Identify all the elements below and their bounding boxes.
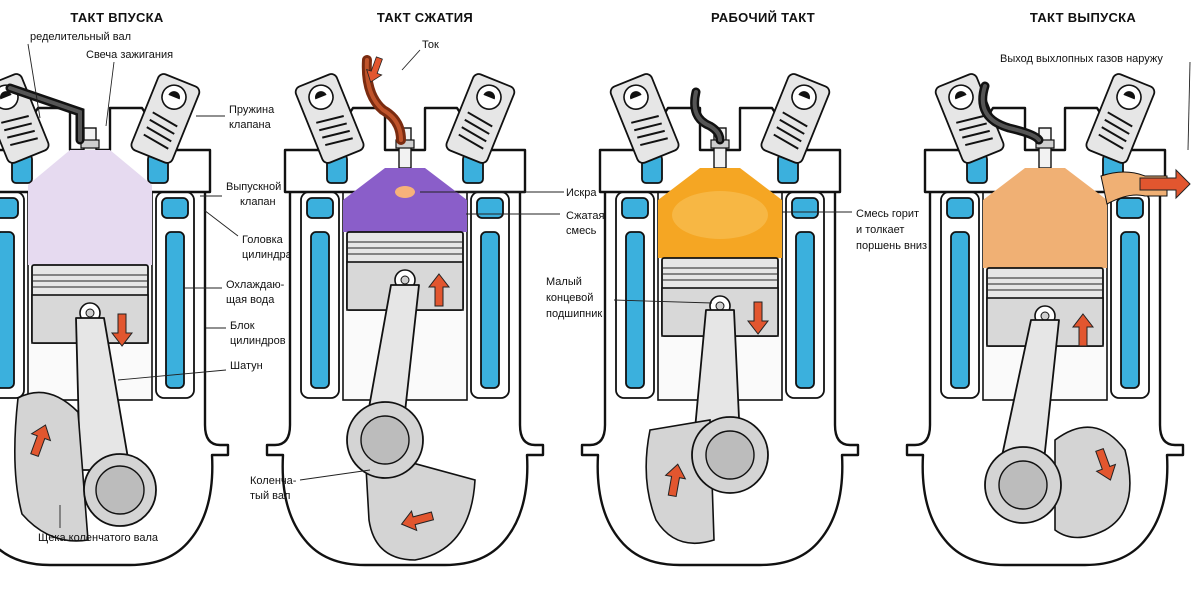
small-end-bearing-label-3: подшипник xyxy=(546,308,602,320)
valve-spring-label: Пружина xyxy=(229,104,275,116)
cylinder-head-label-2: цилиндра xyxy=(242,249,293,261)
exhaust-gas-arrow xyxy=(1139,168,1191,200)
stroke-compression: ТАКТ СЖАТИЯ Ток Искра Сжатая смесь Колен… xyxy=(250,10,604,567)
spark-label: Искра xyxy=(566,187,597,199)
valve-spring-label-2: клапана xyxy=(229,119,272,131)
burning-mixture-label: Смесь горит xyxy=(856,208,919,220)
small-end-bearing-label-2: концевой xyxy=(546,292,593,304)
exhaust-valve-label: Выпускной xyxy=(226,181,281,193)
combustion-chamber xyxy=(343,168,467,232)
exhaust-valve-label-2: клапан xyxy=(240,196,276,208)
spark-plug-label: Свеча зажигания xyxy=(86,49,173,61)
burning-mixture-label-2: и толкает xyxy=(856,224,904,236)
stroke-intake: ТАКТ ВПУСКА ределительный вал Свеча зажи… xyxy=(0,10,293,567)
crank-web-label: Щека коленчатого вала xyxy=(38,532,159,544)
stroke-power: РАБОЧИЙ ТАКТ Малый концевой подшипник См… xyxy=(546,10,927,567)
exhaust-stroke-title: ТАКТ ВЫПУСКА xyxy=(1030,10,1136,25)
coolant-label: Охлаждаю- xyxy=(226,279,285,291)
crankshaft-label-2: тый вал xyxy=(250,490,290,502)
stroke-exhaust: ТАКТ ВЫПУСКА Выход выхлопных газов наруж… xyxy=(905,10,1191,567)
combustion-chamber xyxy=(983,168,1107,268)
combustion-chamber xyxy=(28,150,152,265)
power-stroke-title: РАБОЧИЙ ТАКТ xyxy=(711,10,815,25)
compressed-mixture-label: Сжатая xyxy=(566,210,604,222)
crank-web xyxy=(1054,426,1131,539)
intake-stroke-title: ТАКТ ВПУСКА xyxy=(70,10,163,25)
crank-web xyxy=(14,391,89,542)
current-label: Ток xyxy=(422,39,439,51)
coolant-label-2: щая вода xyxy=(226,294,275,306)
cylinder-head-label: Головка xyxy=(242,234,284,246)
compression-stroke-title: ТАКТ СЖАТИЯ xyxy=(377,10,473,25)
cylinder-block-label-2: цилиндров xyxy=(230,335,286,347)
exhaust-gases-out-label: Выход выхлопных газов наружу xyxy=(1000,53,1163,65)
connecting-rod-label: Шатун xyxy=(230,360,263,372)
crankshaft-label: Коленча- xyxy=(250,475,297,487)
camshaft-label: ределительный вал xyxy=(30,31,131,43)
burning-mixture-label-3: поршень вниз xyxy=(856,240,927,252)
compressed-mixture-label-2: смесь xyxy=(566,225,597,237)
small-end-bearing-label: Малый xyxy=(546,276,582,288)
cylinder-block-label: Блок xyxy=(230,320,255,332)
